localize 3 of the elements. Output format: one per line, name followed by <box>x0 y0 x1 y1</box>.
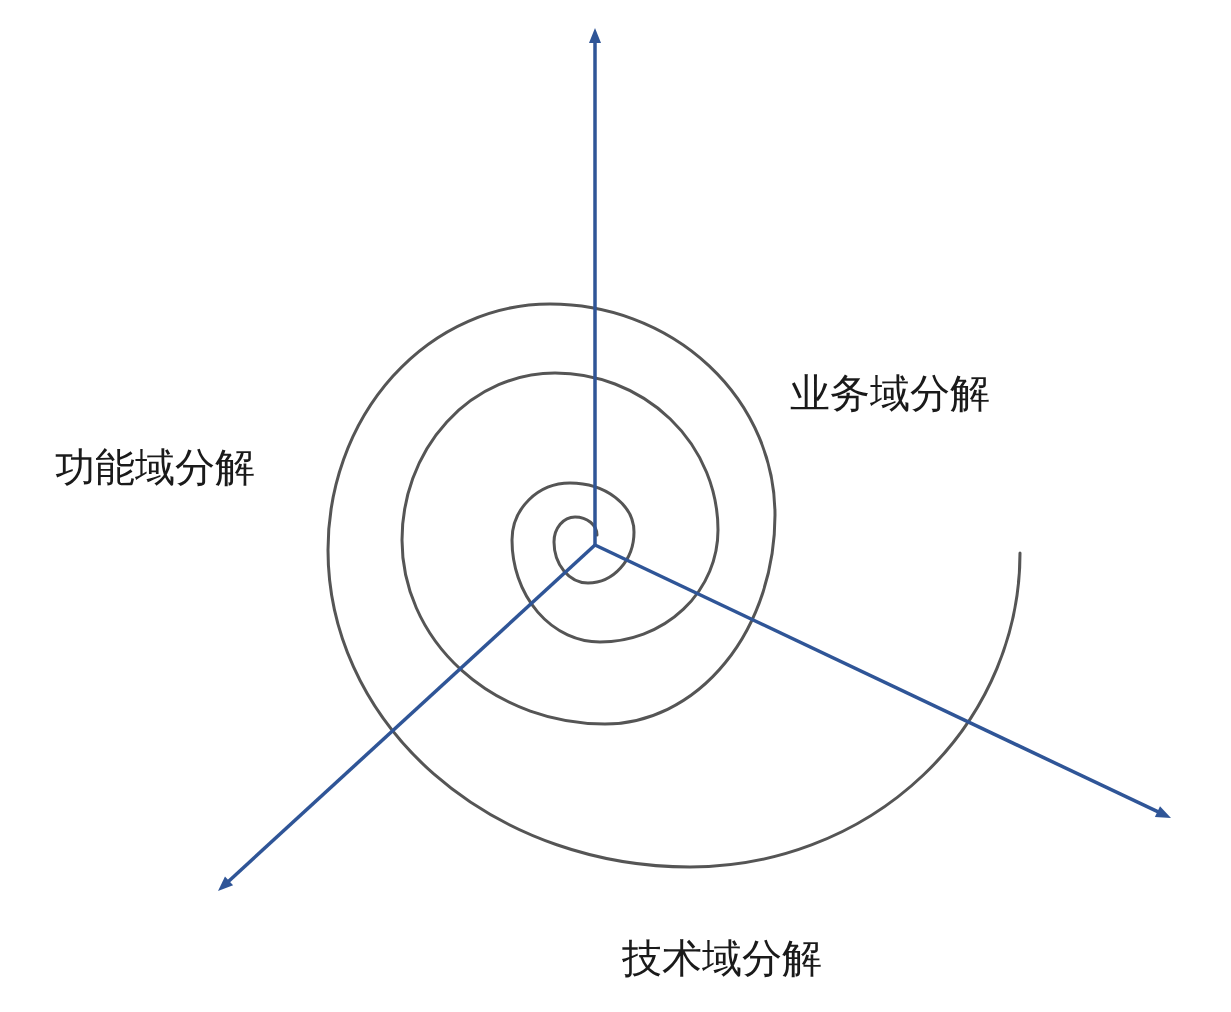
axis-label: 功能域分解 <box>55 447 255 487</box>
axis-label: 技术域分解 <box>622 938 822 978</box>
axis-label: 业务域分解 <box>790 373 990 413</box>
